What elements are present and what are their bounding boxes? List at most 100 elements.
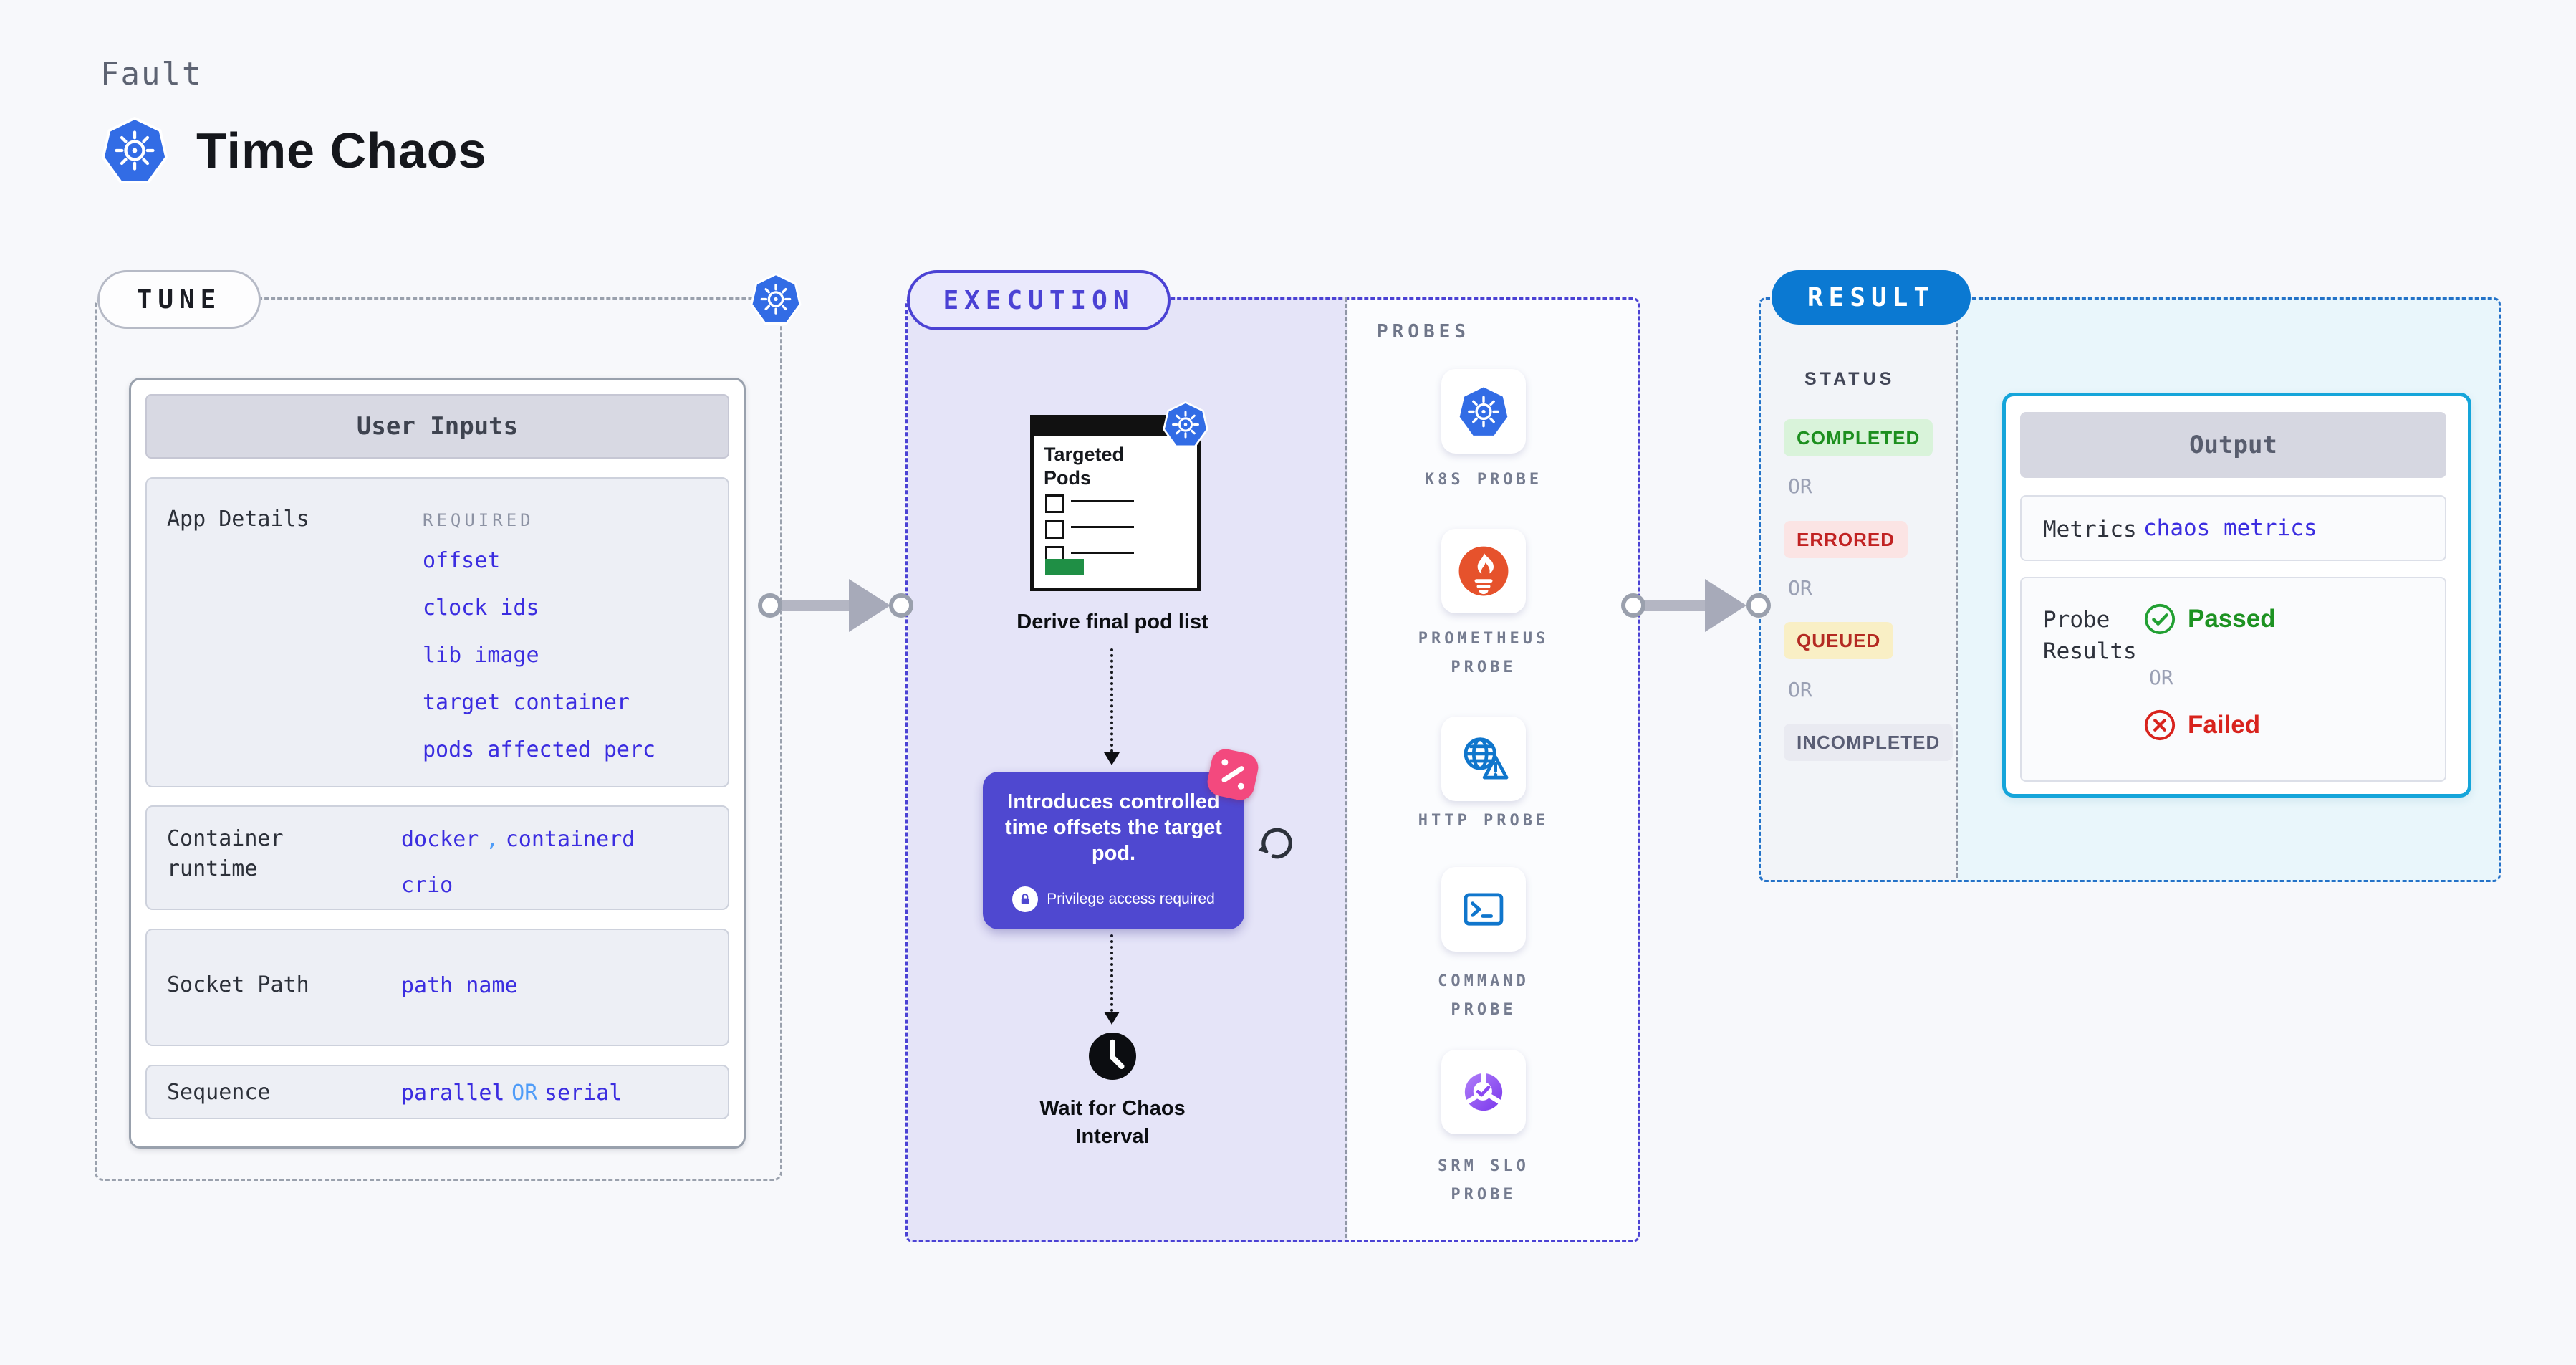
socket-path-label: Socket Path (167, 972, 309, 997)
globe-warning-icon (1456, 732, 1511, 786)
passed-label: Passed (2188, 605, 2276, 633)
or-label: OR (2149, 666, 2173, 689)
list-line (1071, 526, 1134, 528)
kubernetes-icon (1162, 400, 1209, 449)
checkbox-icon (1045, 520, 1064, 539)
down-arrow-icon (1104, 752, 1120, 765)
page-title-row: Time Chaos (100, 115, 487, 186)
x-circle-icon (2143, 709, 2176, 742)
status-badge-errored: ERRORED (1784, 521, 1908, 558)
http-probe-label: HTTP PROBE (1418, 812, 1549, 830)
connector-ring (1746, 593, 1771, 618)
privilege-row: Privilege access required (983, 886, 1244, 912)
privilege-note: Privilege access required (1047, 891, 1215, 907)
probe-results-row: Probe Results Passed OR F (2020, 577, 2446, 782)
refresh-icon (1255, 821, 1297, 863)
probes-divider (1345, 297, 1347, 1238)
targeted-pods-title: Targeted Pods (1044, 444, 1125, 489)
callout-text: Introduces controlled time offsets the t… (1005, 790, 1222, 865)
metrics-label: Metrics (2043, 517, 2137, 542)
flow-arrow (779, 600, 851, 611)
sequence-values: parallel OR serial (401, 1081, 622, 1106)
kubernetes-icon (100, 115, 169, 186)
k8s-probe-label: K8S PROBE (1424, 471, 1543, 489)
or-label: OR (1788, 474, 1812, 498)
sequence-row: Sequence parallel OR serial (145, 1065, 729, 1119)
srm-slo-probe-tile (1441, 1050, 1526, 1134)
execution-badge: EXECUTION (907, 270, 1171, 330)
kubernetes-icon (1456, 383, 1511, 440)
status-badge-incompleted: INCOMPLETED (1784, 724, 1953, 761)
list-line (1071, 552, 1134, 554)
link-path-name[interactable]: path name (401, 973, 518, 998)
chaos-metrics-link[interactable]: chaos metrics (2143, 515, 2317, 541)
socket-path-row: Socket Path path name (145, 929, 729, 1046)
clock-icon (1087, 1030, 1138, 1082)
prometheus-icon (1456, 544, 1511, 598)
probes-heading: PROBES (1377, 321, 1470, 343)
or-label: OR (1788, 678, 1812, 701)
sequence-label: Sequence (167, 1080, 271, 1105)
result-badge: RESULT (1772, 270, 1971, 325)
user-inputs-header: User Inputs (145, 394, 729, 459)
link-docker[interactable]: docker (401, 827, 479, 852)
app-details-row: App Details REQUIRED offset clock ids li… (145, 477, 729, 787)
container-runtime-values: docker , containerd (401, 827, 635, 852)
wait-chaos-interval-label: Wait for Chaos Interval (1039, 1097, 1186, 1148)
chaos-callout: Introduces controlled time offsets the t… (983, 772, 1244, 929)
list-line (1071, 500, 1134, 502)
connector-ring (1621, 593, 1645, 618)
container-runtime-values-2: crio (401, 873, 453, 898)
failed-row: Failed (2143, 709, 2260, 742)
command-probe-tile (1441, 867, 1526, 952)
app-details-label: App Details (167, 507, 309, 532)
or-label: OR (1788, 576, 1812, 600)
prometheus-probe-tile (1441, 529, 1526, 613)
link-lib-image[interactable]: lib image (423, 643, 539, 668)
progress-bar (1045, 559, 1084, 575)
link-crio[interactable]: crio (401, 873, 453, 898)
lock-icon (1012, 886, 1039, 912)
flow-arrowhead-icon (1705, 579, 1746, 632)
flow-arrowhead-icon (849, 579, 890, 632)
terminal-icon (1456, 882, 1511, 937)
required-note: REQUIRED (423, 510, 534, 530)
container-runtime-row: Container runtime docker , containerd cr… (145, 805, 729, 910)
tune-badge: TUNE (97, 270, 261, 329)
down-arrow-icon (1104, 1012, 1120, 1025)
value-separator: , (486, 827, 499, 852)
flow-arrow (1643, 600, 1708, 611)
link-serial[interactable]: serial (544, 1081, 623, 1106)
output-header: Output (2020, 412, 2446, 478)
flow-dotted-line (1110, 934, 1113, 1012)
http-probe-tile (1441, 717, 1526, 801)
link-parallel[interactable]: parallel (401, 1081, 505, 1106)
link-offset[interactable]: offset (423, 548, 501, 573)
link-pods-affected-perc[interactable]: pods affected perc (423, 737, 656, 762)
status-divider (1956, 297, 1958, 878)
derive-pod-list-label: Derive final pod list (1017, 610, 1208, 633)
connector-ring (889, 593, 913, 618)
page-title: Time Chaos (196, 123, 487, 178)
user-inputs-card: User Inputs App Details REQUIRED offset … (129, 378, 746, 1149)
status-badge-queued: QUEUED (1784, 622, 1894, 659)
failed-label: Failed (2188, 711, 2261, 739)
link-target-container[interactable]: target container (423, 690, 630, 715)
fault-eyebrow: Fault (100, 56, 203, 92)
metrics-row: Metrics chaos metrics (2020, 495, 2446, 561)
status-badge-completed: COMPLETED (1784, 419, 1933, 456)
kubernetes-icon (749, 272, 802, 327)
tune-section-box (95, 297, 782, 1181)
connector-ring (758, 593, 782, 618)
probe-results-label: Probe Results (2043, 607, 2137, 664)
link-containerd[interactable]: containerd (505, 827, 635, 852)
container-runtime-label: Container runtime (167, 826, 284, 881)
check-circle-icon (2143, 603, 2176, 636)
link-clock-ids[interactable]: clock ids (423, 595, 539, 621)
flow-dotted-line (1110, 648, 1113, 752)
sequence-or: OR (511, 1081, 538, 1106)
